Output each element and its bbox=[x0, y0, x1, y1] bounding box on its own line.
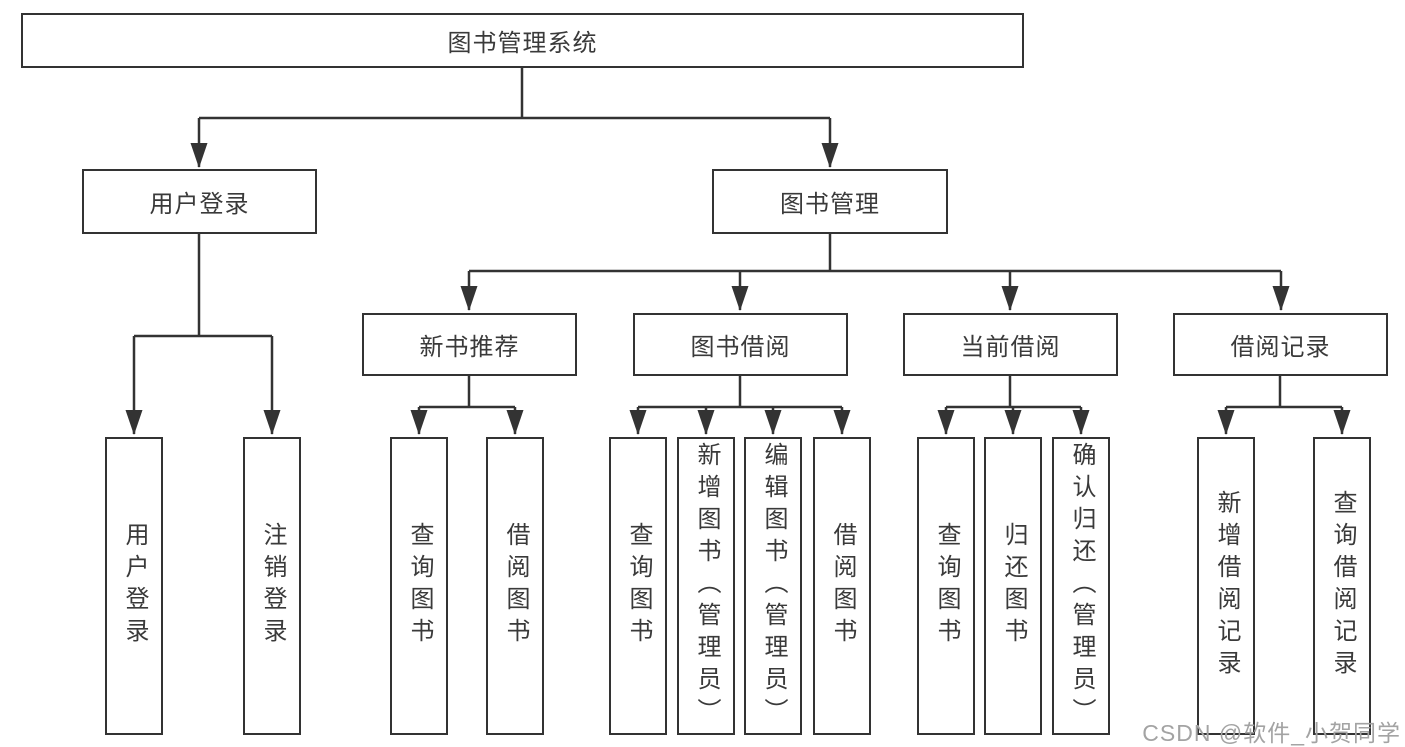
watermark-text: CSDN @软件_小贺同学 bbox=[1142, 720, 1401, 746]
leaf-current-return-books-label: 归还图书 bbox=[1000, 522, 1027, 650]
node-borrow-records-label: 借阅记录 bbox=[1230, 334, 1331, 361]
node-current-borrowing-label: 当前借阅 bbox=[960, 334, 1061, 361]
leaf-records-query-record: 查询借阅记录 bbox=[1313, 437, 1371, 735]
node-system-root-label: 图书管理系统 bbox=[447, 30, 598, 57]
node-book-management: 图书管理 bbox=[712, 169, 948, 234]
leaf-current-confirm-return-admin: 确认归还（管理员） bbox=[1052, 437, 1110, 735]
leaf-recommend-query-books-label: 查询图书 bbox=[406, 522, 433, 650]
leaf-records-query-record-label: 查询借阅记录 bbox=[1329, 490, 1356, 682]
leaf-user-login: 用户登录 bbox=[105, 437, 163, 735]
leaf-records-add-record-label: 新增借阅记录 bbox=[1213, 490, 1240, 682]
node-book-borrowing: 图书借阅 bbox=[633, 313, 848, 376]
leaf-borrowing-query-books-label: 查询图书 bbox=[625, 522, 652, 650]
leaf-current-confirm-return-admin-label: 确认归还（管理员） bbox=[1068, 442, 1095, 730]
node-book-borrowing-label: 图书借阅 bbox=[690, 334, 791, 361]
node-book-management-label: 图书管理 bbox=[780, 191, 880, 218]
leaf-logout-label: 注销登录 bbox=[259, 522, 286, 650]
leaf-recommend-borrow-books-label: 借阅图书 bbox=[502, 522, 529, 650]
node-current-borrowing: 当前借阅 bbox=[903, 313, 1118, 376]
leaf-recommend-query-books: 查询图书 bbox=[390, 437, 448, 735]
leaf-current-query-books-label: 查询图书 bbox=[933, 522, 960, 650]
node-borrow-records: 借阅记录 bbox=[1173, 313, 1388, 376]
leaf-recommend-borrow-books: 借阅图书 bbox=[486, 437, 544, 735]
leaf-borrowing-add-books-admin-label: 新增图书（管理员） bbox=[693, 442, 720, 730]
node-system-root: 图书管理系统 bbox=[21, 13, 1024, 68]
leaf-borrowing-borrow-books-label: 借阅图书 bbox=[829, 522, 856, 650]
leaf-records-add-record: 新增借阅记录 bbox=[1197, 437, 1255, 735]
node-user-login-branch-label: 用户登录 bbox=[149, 191, 250, 218]
node-new-book-recommend-label: 新书推荐 bbox=[419, 334, 520, 361]
leaf-borrowing-query-books: 查询图书 bbox=[609, 437, 667, 735]
leaf-borrowing-edit-books-admin: 编辑图书（管理员） bbox=[744, 437, 802, 735]
node-user-login-branch: 用户登录 bbox=[82, 169, 317, 234]
leaf-user-login-label: 用户登录 bbox=[121, 522, 148, 650]
leaf-logout: 注销登录 bbox=[243, 437, 301, 735]
leaf-borrowing-borrow-books: 借阅图书 bbox=[813, 437, 871, 735]
leaf-current-query-books: 查询图书 bbox=[917, 437, 975, 735]
leaf-borrowing-add-books-admin: 新增图书（管理员） bbox=[677, 437, 735, 735]
leaf-borrowing-edit-books-admin-label: 编辑图书（管理员） bbox=[760, 442, 787, 730]
leaf-current-return-books: 归还图书 bbox=[984, 437, 1042, 735]
node-new-book-recommend: 新书推荐 bbox=[362, 313, 577, 376]
